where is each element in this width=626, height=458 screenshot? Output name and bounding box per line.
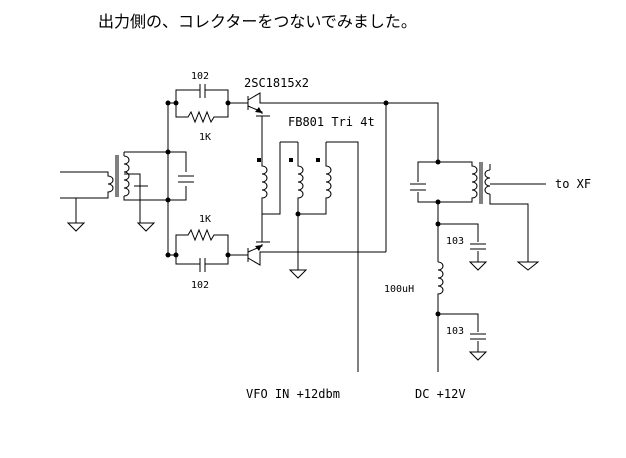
trifilar-transformer <box>257 116 359 372</box>
res-bottom-label: 1K <box>199 214 211 225</box>
cap-103-upper-label: 103 <box>446 236 464 247</box>
transistor-top <box>247 92 386 117</box>
collector-bus <box>383 100 439 252</box>
input-bus <box>165 100 194 258</box>
bottom-rc-network <box>168 228 248 272</box>
transistor-label: 2SC1815x2 <box>244 76 309 90</box>
vfo-input-label: VFO IN +12dbm <box>246 387 340 401</box>
cap-103-lower-label: 103 <box>446 326 464 337</box>
top-rc-network <box>168 84 248 124</box>
transistor-bottom <box>247 241 386 266</box>
supply-label: DC +12V <box>415 387 466 401</box>
cap-top-label: 102 <box>191 71 209 82</box>
res-top-label: 1K <box>199 132 211 143</box>
cap-bottom-label: 102 <box>191 280 209 291</box>
supply-filter <box>435 202 488 372</box>
core-label: FB801 Tri 4t <box>288 115 375 129</box>
page-title: 出力側の、コレクターをつないでみました。 <box>98 12 417 31</box>
inductor-label: 100uH <box>384 284 414 295</box>
input-transformer <box>60 151 168 232</box>
output-label: to XF <box>555 177 591 191</box>
